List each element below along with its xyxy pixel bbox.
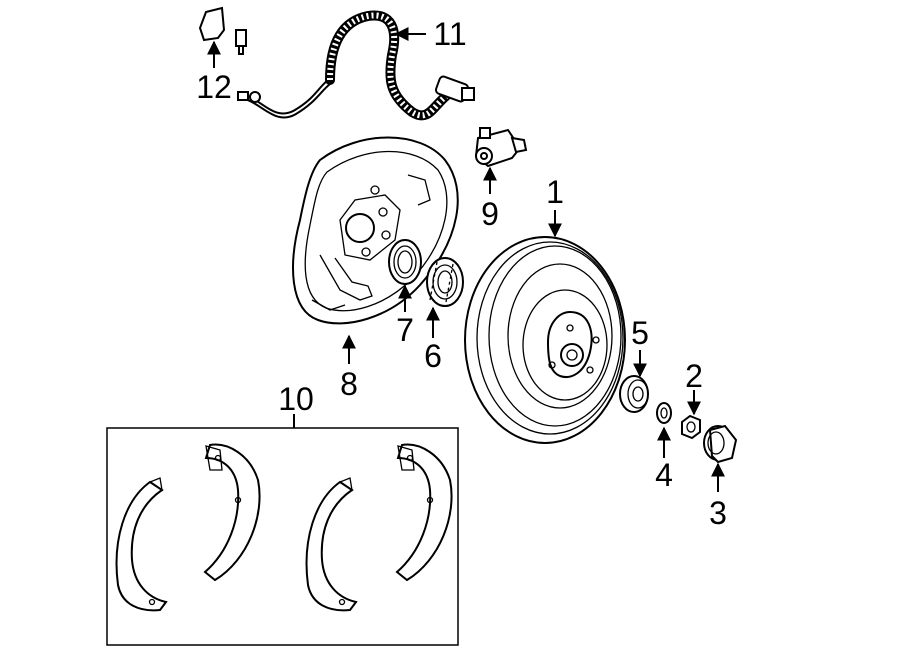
- outer-bearing: [619, 375, 649, 413]
- brake-drum: [464, 236, 626, 444]
- callout-12: 12: [196, 69, 232, 105]
- callout-2: 2: [685, 358, 703, 394]
- spindle-nut: [681, 414, 701, 440]
- callout-11: 11: [433, 16, 466, 52]
- callout-1: 1: [546, 174, 564, 210]
- washer: [656, 402, 672, 424]
- wire-clip-bracket: [198, 6, 247, 55]
- callout-6: 6: [424, 338, 442, 374]
- brake-shoe-kit: [106, 427, 459, 646]
- wheel-cylinder: [474, 127, 528, 168]
- callout-labels: 1 2 3 4 5 6 7 8 9 10 11 12: [196, 16, 727, 531]
- abs-sensor-harness: [237, 10, 475, 121]
- grease-seal: [388, 239, 422, 285]
- callout-3: 3: [709, 495, 727, 531]
- inner-bearing: [426, 257, 464, 307]
- callout-10: 10: [278, 381, 314, 417]
- leader-lines: [207, 27, 725, 492]
- callout-4: 4: [655, 457, 673, 493]
- callout-7: 7: [396, 312, 414, 348]
- callout-9: 9: [481, 196, 499, 232]
- callout-8: 8: [340, 366, 358, 402]
- callout-5: 5: [631, 315, 649, 351]
- hub-cap: [703, 424, 738, 464]
